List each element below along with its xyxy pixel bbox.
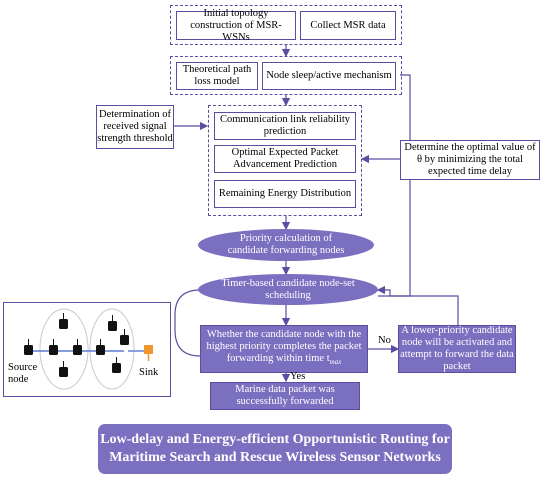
sink-label: Sink (139, 367, 159, 378)
sink-icon (144, 345, 153, 354)
node-icon (96, 345, 105, 355)
lower-priority-box: A lower-priority candidate node will be … (398, 325, 516, 373)
lower-priority-text: A lower-priority candidate node will be … (400, 325, 514, 372)
line-sleep-to-timer (378, 74, 411, 297)
rss-threshold-box: Determination of received signal strengt… (96, 105, 174, 149)
brace-lower (174, 329, 201, 357)
network-panel (3, 302, 171, 397)
node-icon (59, 319, 68, 329)
collect-msr-box: Collect MSR data (300, 11, 396, 40)
priority-calc-text: Priority calculation of candidate forwar… (227, 233, 345, 256)
path-loss-text: Theoretical path loss model (182, 64, 252, 87)
success-box: Marine data packet was successfully forw… (210, 382, 360, 410)
timer-scheduling-ellipse: Timer-based candidate node-set schedulin… (198, 274, 378, 305)
network-illustration (24, 308, 153, 390)
title-line-1: Low-delay and Energy-efficient Opportuni… (100, 432, 450, 447)
node-icon (73, 345, 82, 355)
sleep-active-text: Node sleep/active mechanism (266, 70, 392, 81)
packet-advancement-box: Optimal Expected Packet Advancement Pred… (214, 145, 356, 173)
decision-question: Whether the candidate node with the high… (206, 329, 362, 365)
decision-box: Whether the candidate node with the high… (200, 325, 368, 373)
topology-group (170, 5, 402, 45)
link-reliability-text: Communication link reliability predictio… (219, 114, 351, 137)
cluster-ellipse-2 (89, 308, 135, 390)
path-loss-box: Theoretical path loss model (176, 62, 258, 90)
decision-subscript: max (329, 358, 342, 367)
remaining-energy-text: Remaining Energy Distribution (218, 188, 352, 199)
no-label: No (378, 335, 391, 346)
node-icon (120, 335, 129, 345)
initial-topology-box: Initial topology construction of MSR-WSN… (176, 8, 296, 43)
node-icon (108, 321, 117, 331)
brace-upper (174, 289, 201, 330)
source-node-label: Source node (8, 362, 38, 385)
model-group (170, 56, 402, 95)
arrow-lower-loop (376, 285, 459, 325)
packet-advancement-text: Optimal Expected Packet Advancement Pred… (231, 147, 339, 170)
node-icon (49, 345, 58, 355)
cluster-ellipse-1 (39, 308, 89, 390)
initial-topology-text: Initial topology construction of MSR-WSN… (190, 7, 282, 43)
title-line-2: Maritime Search and Rescue Wireless Sens… (109, 450, 441, 465)
node-icon (59, 367, 68, 377)
remaining-energy-box: Remaining Energy Distribution (214, 180, 356, 208)
title-block: Low-delay and Energy-efficient Opportuni… (100, 431, 450, 467)
optimal-theta-box: Determine the optimal value of θ by mini… (400, 140, 540, 180)
success-text: Marine data packet was successfully forw… (235, 384, 335, 407)
node-icon (24, 345, 33, 355)
rss-threshold-text: Determination of received signal strengt… (97, 109, 173, 144)
collect-msr-text: Collect MSR data (310, 19, 386, 31)
priority-calc-ellipse: Priority calculation of candidate forwar… (198, 229, 374, 261)
optimal-theta-text: Determine the optimal value of θ by mini… (404, 142, 536, 177)
timer-scheduling-text: Timer-based candidate node-set schedulin… (221, 277, 355, 301)
yes-label: Yes (290, 371, 306, 382)
node-icon (112, 363, 121, 373)
link-reliability-box: Communication link reliability predictio… (214, 112, 356, 140)
prediction-group (208, 105, 362, 216)
decision-text: Whether the candidate node with the high… (201, 329, 367, 368)
diagram-title: Low-delay and Energy-efficient Opportuni… (98, 424, 452, 474)
sleep-active-box: Node sleep/active mechanism (262, 62, 396, 90)
